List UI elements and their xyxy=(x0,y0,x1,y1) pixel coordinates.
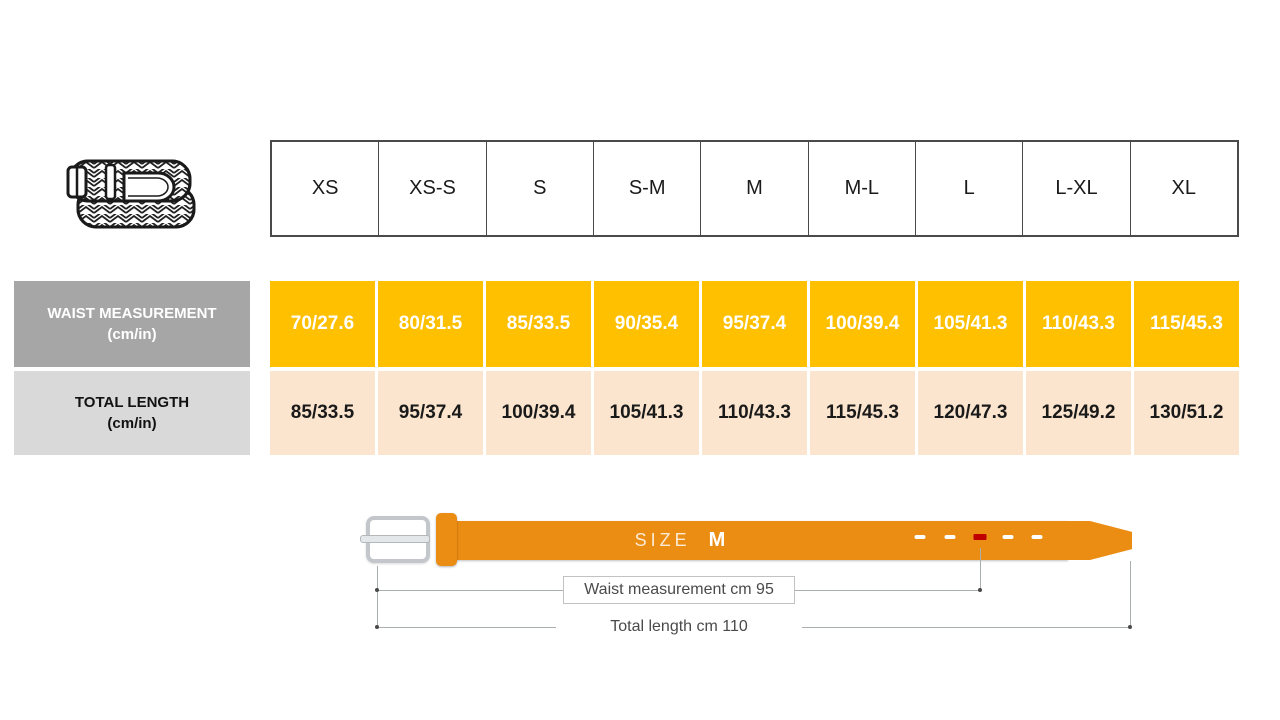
total-value-cell: 115/45.3 xyxy=(810,371,915,455)
total-value-cell: 100/39.4 xyxy=(486,371,591,455)
size-tag-label: SIZE xyxy=(634,530,691,550)
line-endpoint-dot xyxy=(375,625,379,629)
waist-value-cell: 80/31.5 xyxy=(378,281,483,367)
belt-size-tag: SIZE M xyxy=(580,521,780,560)
size-header-cell: L-XL xyxy=(1023,142,1131,235)
line-endpoint-dot xyxy=(1128,625,1132,629)
belt-hole xyxy=(944,535,956,539)
total-row-label: TOTAL LENGTH (cm/in) xyxy=(14,371,250,455)
guide-line-buckle xyxy=(377,566,378,628)
total-length-callout: Total length cm 110 xyxy=(556,615,802,639)
waist-row-label: WAIST MEASUREMENT (cm/in) xyxy=(14,281,250,367)
waist-value-cell: 85/33.5 xyxy=(486,281,591,367)
size-header-cell: XS-S xyxy=(379,142,487,235)
total-value-cell: 120/47.3 xyxy=(918,371,1023,455)
size-header-cell: M xyxy=(701,142,809,235)
size-header-cell: L xyxy=(916,142,1024,235)
belt-keeper xyxy=(436,513,457,566)
total-value-cell: 105/41.3 xyxy=(594,371,699,455)
belt-tip xyxy=(1062,521,1132,560)
size-header-cell: S-M xyxy=(594,142,702,235)
size-header-cell: M-L xyxy=(809,142,916,235)
waist-value-cell: 100/39.4 xyxy=(810,281,915,367)
belt-hole xyxy=(914,535,926,539)
belt-buckle-prong xyxy=(360,535,430,543)
size-header-row: XS XS-S S S-M M M-L L L-XL XL xyxy=(270,140,1239,237)
size-tag-value: M xyxy=(708,529,726,551)
waist-row-label-text: WAIST MEASUREMENT xyxy=(47,305,217,322)
total-value-cell: 95/37.4 xyxy=(378,371,483,455)
waist-value-cell: 110/43.3 xyxy=(1026,281,1131,367)
size-header-cell: S xyxy=(487,142,594,235)
line-endpoint-dot xyxy=(978,588,982,592)
total-row-label-unit: (cm/in) xyxy=(107,415,157,432)
belt-hole xyxy=(1031,535,1043,539)
waist-value-cell: 95/37.4 xyxy=(702,281,807,367)
belt-strap xyxy=(446,521,1068,560)
waist-value-cell: 70/27.6 xyxy=(270,281,375,367)
belt-hole xyxy=(1002,535,1014,539)
belt-hole-selected xyxy=(973,534,987,540)
total-length-row: 85/33.5 95/37.4 100/39.4 105/41.3 110/43… xyxy=(270,371,1239,455)
total-value-cell: 110/43.3 xyxy=(702,371,807,455)
total-value-cell: 85/33.5 xyxy=(270,371,375,455)
guide-line-tip xyxy=(1130,561,1131,627)
guide-line-hole xyxy=(980,548,981,590)
total-value-cell: 130/51.2 xyxy=(1134,371,1239,455)
waist-value-cell: 115/45.3 xyxy=(1134,281,1239,367)
total-row-label-text: TOTAL LENGTH xyxy=(74,394,190,411)
size-header-cell: XL xyxy=(1171,177,1197,199)
line-endpoint-dot xyxy=(375,588,379,592)
waist-measurement-callout: Waist measurement cm 95 xyxy=(563,576,795,604)
size-header-cell: XS xyxy=(272,142,380,235)
waist-row-label-unit: (cm/in) xyxy=(107,326,157,343)
braided-belt-illustration xyxy=(66,159,196,229)
waist-value-cell: 90/35.4 xyxy=(594,281,699,367)
total-value-cell: 125/49.2 xyxy=(1026,371,1131,455)
waist-value-cell: 105/41.3 xyxy=(918,281,1023,367)
waist-measurement-row: 70/27.6 80/31.5 85/33.5 90/35.4 95/37.4 … xyxy=(270,281,1239,367)
